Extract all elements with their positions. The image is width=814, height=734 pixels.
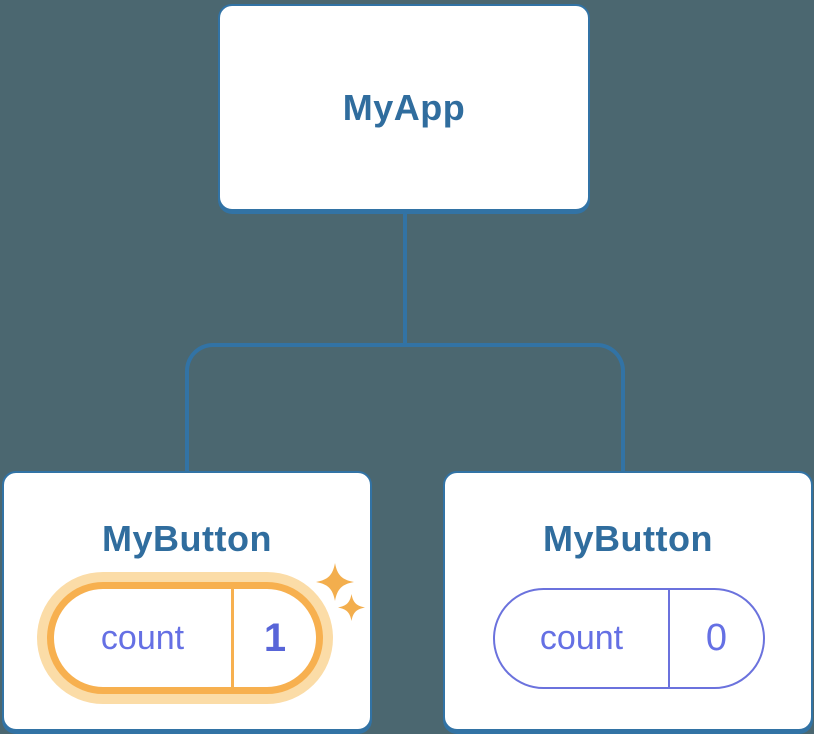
state-value-cell: 1 bbox=[234, 589, 316, 687]
state-name: count bbox=[539, 619, 624, 657]
state-name-cell: count bbox=[54, 589, 231, 687]
connector-branch bbox=[185, 343, 625, 471]
node-mybutton-2-label: MyButton bbox=[543, 518, 713, 559]
node-mybutton-1-label: MyButton bbox=[102, 518, 272, 559]
node-myapp: MyApp bbox=[218, 4, 590, 211]
node-myapp-label: MyApp bbox=[342, 86, 466, 128]
sparkle-icon bbox=[338, 594, 365, 621]
state-pill-highlighted: count 1 bbox=[37, 572, 333, 704]
state-name: count bbox=[100, 618, 185, 657]
pill-divider bbox=[231, 589, 234, 687]
pill-divider bbox=[668, 590, 670, 687]
state-value-cell: 0 bbox=[670, 590, 763, 687]
state-name-cell: count bbox=[495, 590, 668, 687]
state-pill-plain: count 0 bbox=[493, 588, 765, 689]
sparkle-icon bbox=[316, 563, 354, 601]
state-value: 1 bbox=[263, 615, 287, 660]
state-value: 0 bbox=[705, 617, 728, 659]
state-pill-highlighted-inner: count 1 bbox=[47, 582, 323, 694]
connector-stem bbox=[403, 211, 407, 345]
